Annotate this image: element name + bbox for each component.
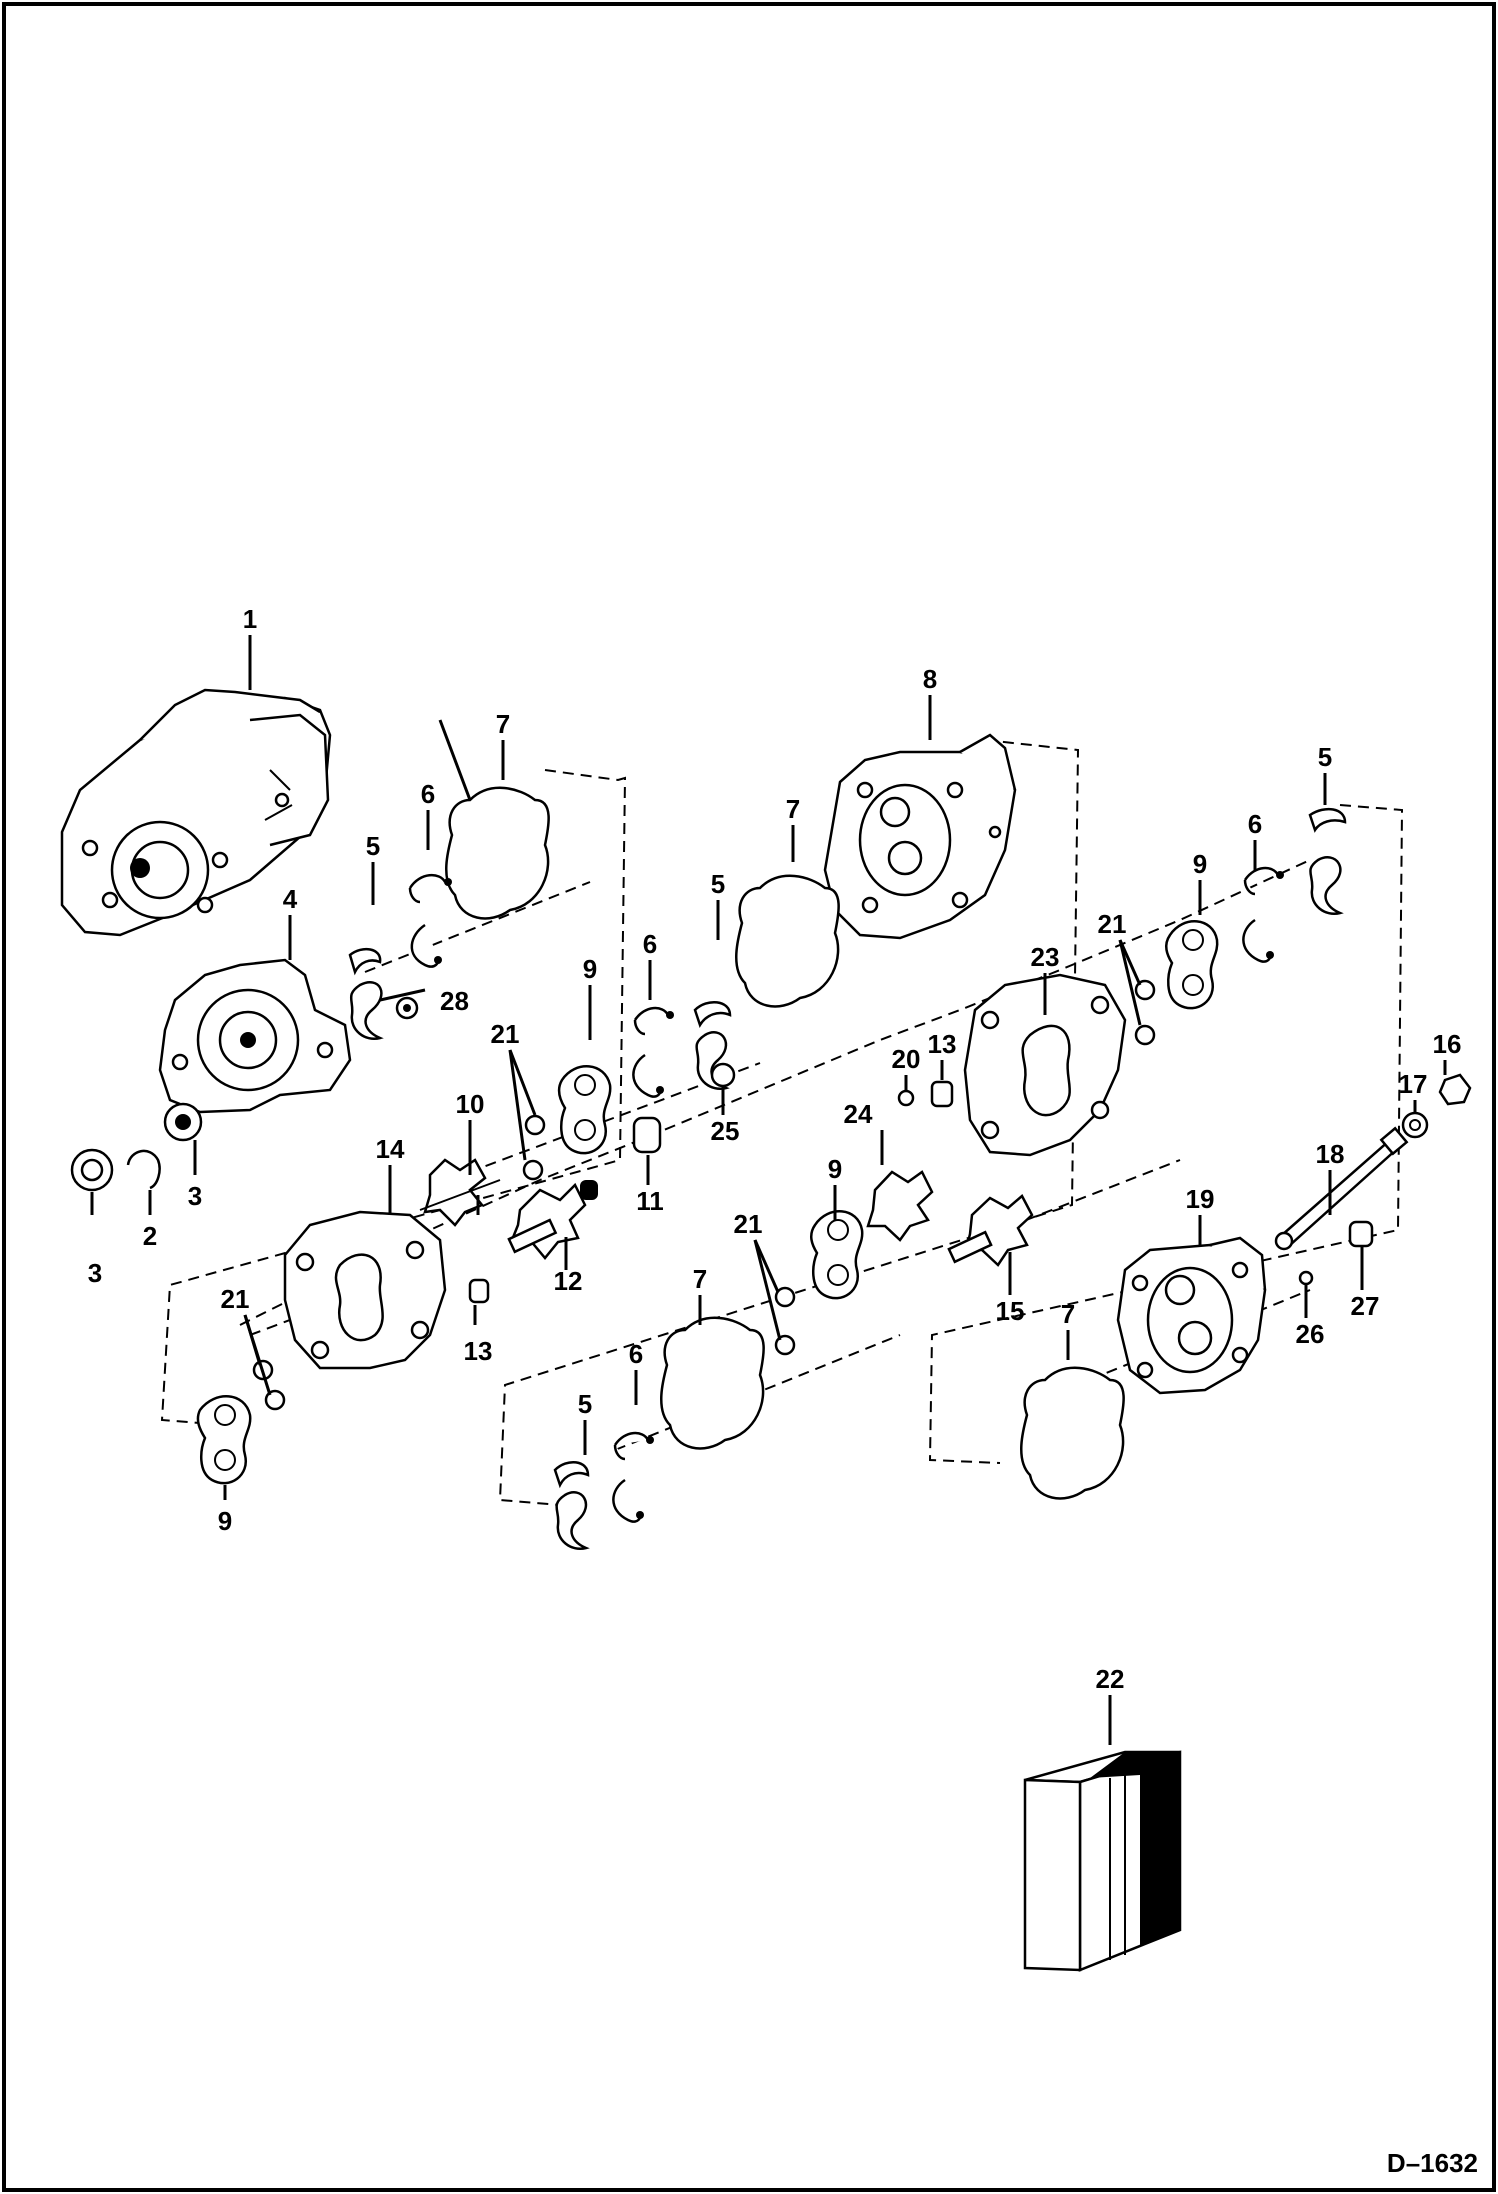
callout-6a: 6 [421,779,435,809]
part-7-gaskets [445,786,1125,1500]
callout-13a: 13 [464,1336,493,1366]
callout-27: 27 [1351,1291,1380,1321]
callout-20: 20 [892,1044,921,1074]
part-8-section-housing [823,733,1017,940]
callout-13b: 13 [928,1029,957,1059]
callout-labels: 1 2 3 3 4 5 5 5 5 6 6 6 6 7 7 7 7 8 9 9 … [88,604,1462,1694]
callout-14: 14 [376,1134,405,1164]
callout-16: 16 [1433,1029,1462,1059]
callout-6b: 6 [643,929,657,959]
part-9-wear-plates [196,920,1219,1485]
callout-21a: 21 [491,1019,520,1049]
part-19-rear-cover [1116,1236,1267,1395]
callout-21d: 21 [1098,909,1127,939]
callout-2: 2 [143,1221,157,1251]
callout-12: 12 [554,1266,583,1296]
part-23-gear-housing [963,973,1127,1157]
callout-1: 1 [243,604,257,634]
callout-3b: 3 [188,1181,202,1211]
callout-19: 19 [1186,1184,1215,1214]
leader-lines [90,635,1447,1745]
callout-25: 25 [711,1116,740,1146]
callout-10: 10 [456,1089,485,1119]
callout-17: 17 [1399,1069,1428,1099]
callout-15: 15 [996,1296,1025,1326]
callout-9d: 9 [1193,849,1207,879]
gears-shafts [419,1126,1409,1267]
callout-28: 28 [440,986,469,1016]
callout-26: 26 [1296,1319,1325,1349]
callout-7d: 7 [1061,1299,1075,1329]
callout-11: 11 [636,1186,664,1216]
part-5-6-seals [348,807,1347,1551]
callout-6d: 6 [629,1339,643,1369]
callout-9a: 9 [583,954,597,984]
part-1-pump-assembly [60,688,332,937]
callout-5b: 5 [711,869,725,899]
part-14-gear-housing [283,1210,447,1370]
assembly-lines [160,739,1404,1506]
callout-8: 8 [923,664,937,694]
callout-9b: 9 [218,1506,232,1536]
callout-18: 18 [1316,1139,1345,1169]
callout-4: 4 [283,884,298,914]
small-rings [70,979,1472,1411]
callout-5a: 5 [366,831,380,861]
drawing-reference: D–1632 [1387,2148,1478,2178]
callout-23: 23 [1031,942,1060,972]
callout-7c: 7 [693,1264,707,1294]
callout-5c: 5 [1318,742,1332,772]
callout-21c: 21 [734,1209,763,1239]
callout-24: 24 [844,1099,873,1129]
callout-21b: 21 [221,1284,250,1314]
part-4-front-housing [158,958,352,1114]
callout-7b: 7 [786,794,800,824]
callout-6c: 6 [1248,809,1262,839]
callout-22: 22 [1096,1664,1125,1694]
part-22-seal-kit [1023,1750,1182,1972]
callout-9c: 9 [828,1154,842,1184]
callout-3a: 3 [88,1258,102,1288]
callout-5d: 5 [578,1389,592,1419]
callout-7a: 7 [496,709,510,739]
